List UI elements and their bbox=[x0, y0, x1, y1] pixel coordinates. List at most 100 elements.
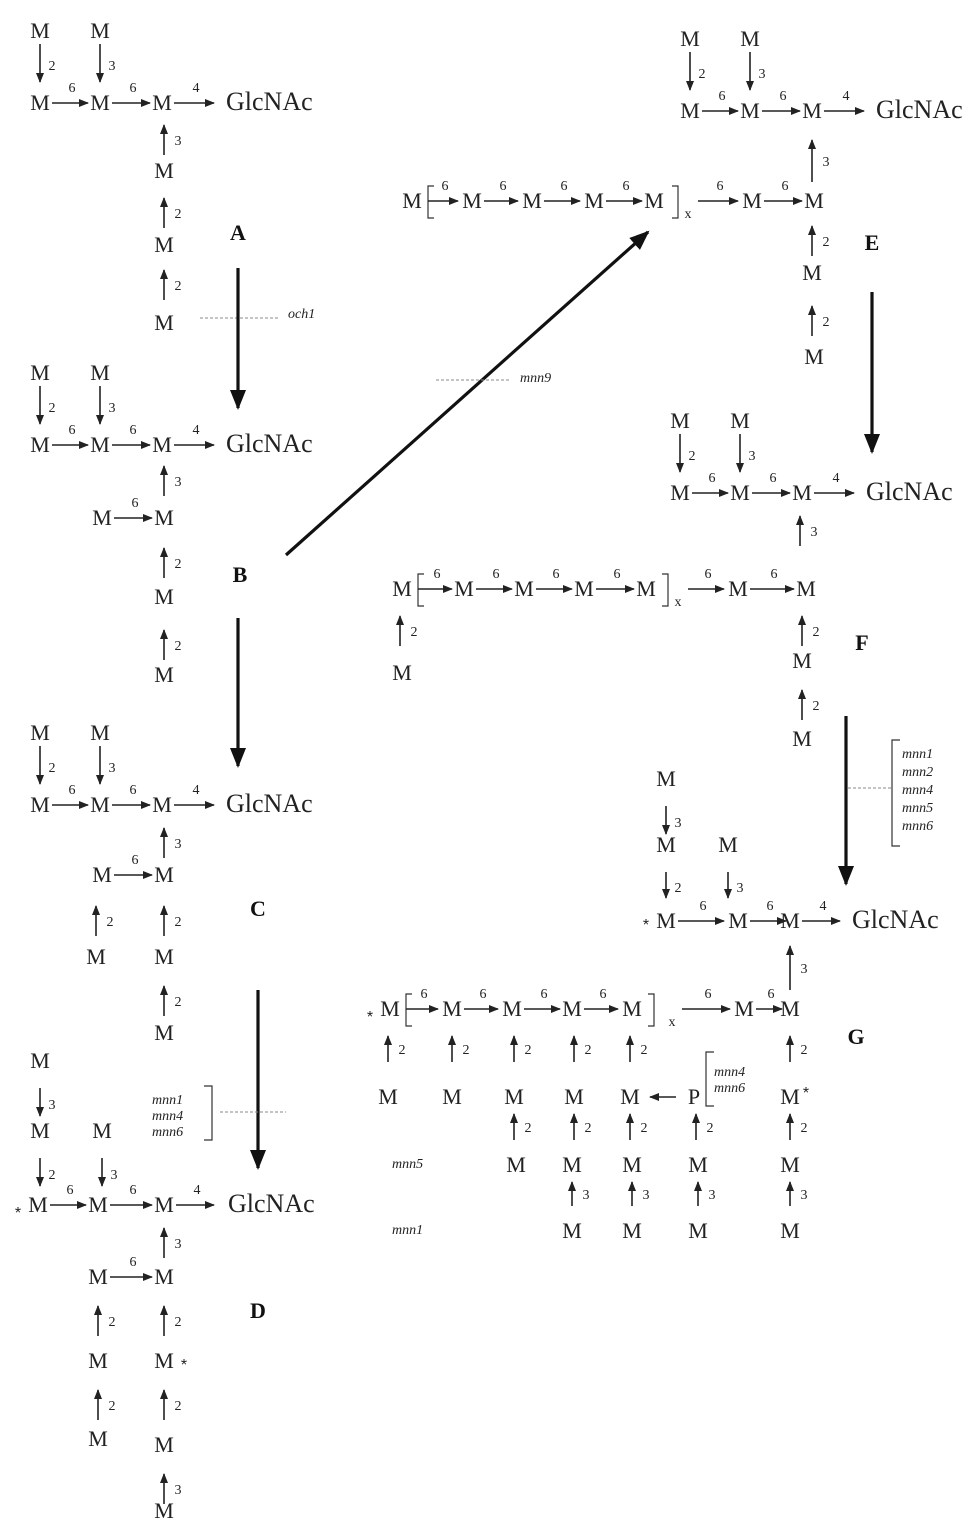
linkage-number: 6 bbox=[717, 179, 724, 194]
panel-label-f: F bbox=[855, 630, 868, 655]
mannose-residue: M bbox=[792, 726, 812, 751]
gene-label-mnn2: mnn2 bbox=[902, 765, 933, 780]
mannose-residue: M bbox=[564, 1084, 584, 1109]
mannose-residue: M bbox=[442, 996, 462, 1021]
gene-bracket bbox=[204, 1085, 213, 1141]
linkage-number: 6 bbox=[130, 81, 137, 96]
mannose-residue: M bbox=[154, 862, 174, 887]
gene-label-mnn9: mnn9 bbox=[520, 371, 551, 386]
mannose-residue: M bbox=[90, 360, 110, 385]
repeat-bracket-open bbox=[417, 573, 424, 607]
mannose-residue: M bbox=[154, 944, 174, 969]
linkage-number: 2 bbox=[175, 995, 182, 1010]
repeat-bracket-close bbox=[672, 185, 679, 219]
linkage-number: 6 bbox=[780, 89, 787, 104]
mannose-residue: M bbox=[90, 792, 110, 817]
mannose-residue: M bbox=[154, 1498, 174, 1523]
mannose-residue: M bbox=[154, 1192, 174, 1217]
linkage-number: 2 bbox=[175, 279, 182, 294]
linkage-number: 2 bbox=[175, 1399, 182, 1414]
linkage-number: 2 bbox=[641, 1121, 648, 1136]
mannose-residue: M bbox=[504, 1084, 524, 1109]
mannose-residue: M bbox=[740, 98, 760, 123]
linkage-number: 6 bbox=[561, 179, 568, 194]
gene-label-mnn1: mnn1 bbox=[392, 1223, 423, 1238]
linkage-number: 3 bbox=[583, 1188, 590, 1203]
linkage-number: 2 bbox=[525, 1121, 532, 1136]
glcnac-residue: GlcNAc bbox=[852, 905, 939, 934]
linkage-number: 3 bbox=[109, 761, 116, 776]
gene-label-mnn6: mnn6 bbox=[714, 1081, 745, 1096]
mannose-residue: M bbox=[740, 26, 760, 51]
mannose-residue: M bbox=[462, 188, 482, 213]
linkage-number: 2 bbox=[813, 625, 820, 640]
mannose-residue: M bbox=[30, 720, 50, 745]
linkage-number: 2 bbox=[49, 59, 56, 74]
glcnac-residue: GlcNAc bbox=[226, 87, 313, 116]
mannose-residue: M bbox=[636, 576, 656, 601]
mannose-residue: M bbox=[802, 260, 822, 285]
mannose-residue: M bbox=[154, 1264, 174, 1289]
linkage-number: 6 bbox=[705, 987, 712, 1002]
linkage-number: 2 bbox=[699, 67, 706, 82]
mannose-residue: M bbox=[792, 648, 812, 673]
mannose-residue: M bbox=[562, 996, 582, 1021]
linkage-number: 6 bbox=[480, 987, 487, 1002]
linkage-number: 3 bbox=[175, 475, 182, 490]
phosphate-residue: P bbox=[688, 1084, 700, 1109]
gene-label-mnn5: mnn5 bbox=[902, 801, 933, 816]
mannose-residue: M bbox=[620, 1084, 640, 1109]
linkage-number: 3 bbox=[811, 525, 818, 540]
linkage-number: 3 bbox=[49, 1098, 56, 1113]
linkage-number: 6 bbox=[700, 899, 707, 914]
linkage-number: 2 bbox=[49, 401, 56, 416]
linkage-number: 6 bbox=[130, 423, 137, 438]
mannose-residue: M bbox=[392, 576, 412, 601]
mannose-residue: M bbox=[562, 1218, 582, 1243]
mannose-residue: M bbox=[656, 766, 676, 791]
panel-label-b: B bbox=[233, 562, 248, 587]
mannose-residue: M bbox=[688, 1218, 708, 1243]
linkage-number: 2 bbox=[175, 639, 182, 654]
linkage-number: 4 bbox=[820, 899, 827, 914]
linkage-number: 3 bbox=[801, 962, 808, 977]
mannose-residue: M bbox=[30, 1048, 50, 1073]
repeat-subscript: x bbox=[685, 207, 692, 222]
linkage-number: 6 bbox=[623, 179, 630, 194]
linkage-number: 4 bbox=[843, 89, 850, 104]
linkage-number: 6 bbox=[500, 179, 507, 194]
mannose-residue: M bbox=[656, 908, 676, 933]
linkage-number: 2 bbox=[823, 315, 830, 330]
pathway-arrow bbox=[284, 230, 650, 557]
linkage-number: 2 bbox=[707, 1121, 714, 1136]
mannose-residue: M bbox=[742, 188, 762, 213]
gene-label-mnn1: mnn1 bbox=[152, 1093, 183, 1108]
mannose-residue: M bbox=[154, 232, 174, 257]
mannose-residue: M bbox=[506, 1152, 526, 1177]
linkage-number: 6 bbox=[69, 81, 76, 96]
mannose-residue: M bbox=[670, 480, 690, 505]
linkage-number: 2 bbox=[689, 449, 696, 464]
linkage-number: 2 bbox=[585, 1121, 592, 1136]
mannose-residue: M bbox=[90, 720, 110, 745]
linkage-number: 6 bbox=[69, 423, 76, 438]
linkage-number: 6 bbox=[421, 987, 428, 1002]
mannose-residue: M bbox=[154, 1020, 174, 1045]
mannose-residue: M bbox=[30, 432, 50, 457]
gene-label-mnn5: mnn5 bbox=[392, 1157, 423, 1172]
mannose-residue: M bbox=[92, 505, 112, 530]
mannose-residue: M bbox=[88, 1348, 108, 1373]
linkage-number: 6 bbox=[553, 567, 560, 582]
glcnac-residue: GlcNAc bbox=[866, 477, 953, 506]
mannose-residue: M bbox=[522, 188, 542, 213]
linkage-number: 3 bbox=[823, 155, 830, 170]
linkage-number: 2 bbox=[641, 1043, 648, 1058]
linkage-number: 3 bbox=[737, 881, 744, 896]
linkage-number: 6 bbox=[130, 1183, 137, 1198]
asterisk-marker: * bbox=[803, 1085, 809, 1102]
mannose-residue: M bbox=[502, 996, 522, 1021]
asterisk-marker: * bbox=[181, 1357, 187, 1374]
gene-bracket bbox=[891, 739, 900, 847]
glcnac-residue: GlcNAc bbox=[876, 95, 963, 124]
mannose-residue: M bbox=[728, 908, 748, 933]
